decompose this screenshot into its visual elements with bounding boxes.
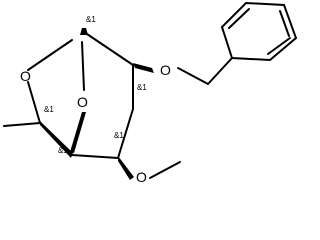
bond-ch2-phenyl [207, 57, 233, 85]
bond-c5-c4 [71, 154, 119, 159]
wedge-c1-up [80, 28, 88, 35]
atom-o-benzyloxy: O [160, 62, 171, 78]
atom-o-ring: O [20, 68, 31, 84]
stereo-label-c1: &1 [86, 15, 96, 24]
bond-c4-c3 [117, 108, 134, 159]
phenyl-double-2 [267, 37, 291, 55]
bond-c2-c1 [83, 31, 134, 66]
phenyl-double-3 [279, 10, 290, 37]
atom-o-bridge: O [77, 94, 88, 110]
molecule-diagram: O O O O &1 &1 &1 &1 &1 [3, 1, 298, 185]
phenyl-double-1 [228, 8, 250, 29]
structure-svg: O O O O &1 &1 &1 &1 &1 [3, 1, 298, 185]
stereo-label-c5: &1 [58, 146, 68, 155]
bond-c6-o-ring [27, 81, 41, 124]
atom-o-methoxy: O [136, 169, 147, 183]
bond-o-ring-c1 [27, 39, 73, 71]
bond-o-ch2 [177, 67, 209, 85]
wedge-c6-c5 [40, 121, 73, 158]
bond-c1-o-bridge [81, 41, 85, 91]
stereo-label-c6: &1 [44, 105, 54, 114]
stereo-label-c2: &1 [137, 83, 147, 92]
wedge-o-bridge-c5 [70, 112, 86, 153]
phenyl-ring [220, 1, 298, 62]
wedge-c4-o-methoxy [118, 156, 134, 180]
wedge-c2-o-benzyloxy [133, 63, 154, 73]
bond-o-methoxy-ch3 [149, 161, 181, 179]
stereo-label-c4: &1 [114, 131, 124, 140]
bond-methyl-c6 [3, 122, 41, 127]
